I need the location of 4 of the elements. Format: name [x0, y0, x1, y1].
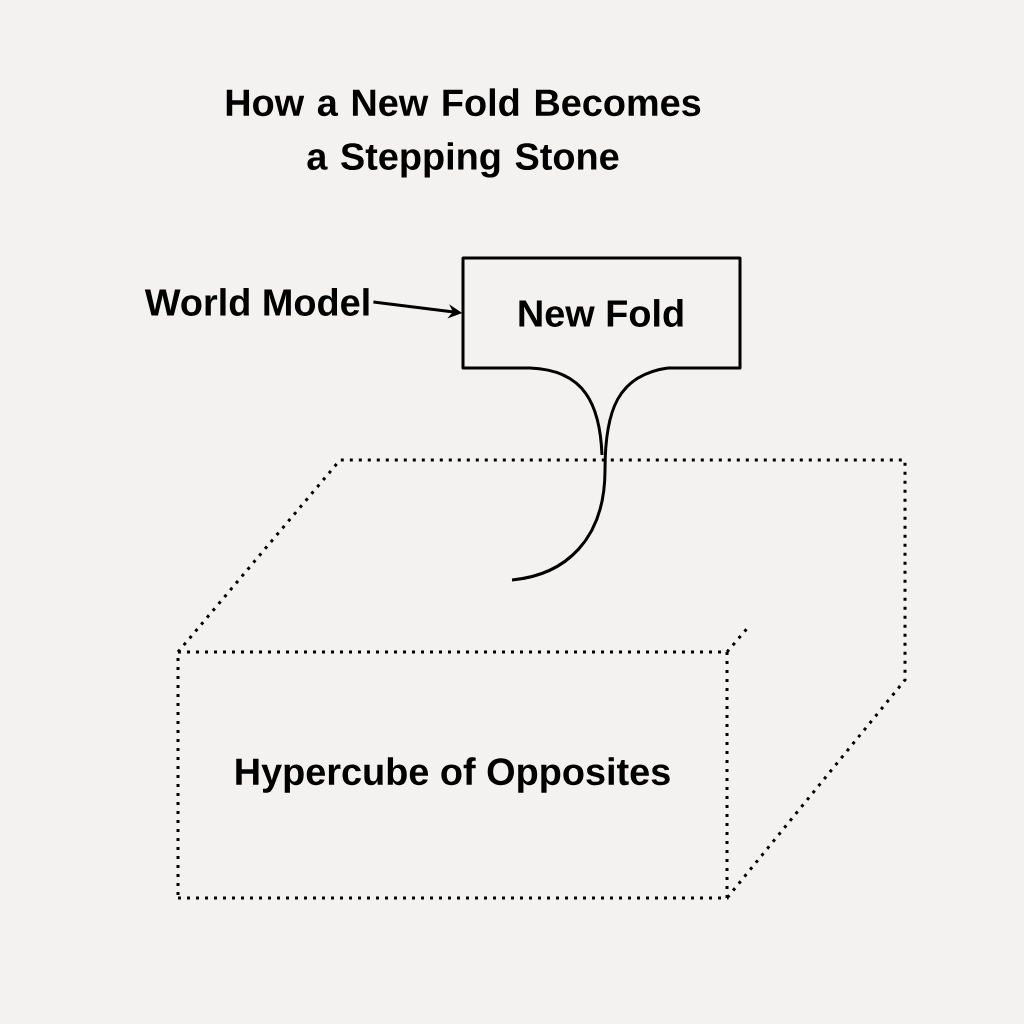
node-label: World Model — [144, 288, 369, 316]
dotted-cube: Hypercube of Opposites — [176, 458, 907, 900]
title: How a New Fold Becomes a Stepping Stone — [226, 88, 701, 178]
callout-box: New Fold — [461, 256, 742, 582]
